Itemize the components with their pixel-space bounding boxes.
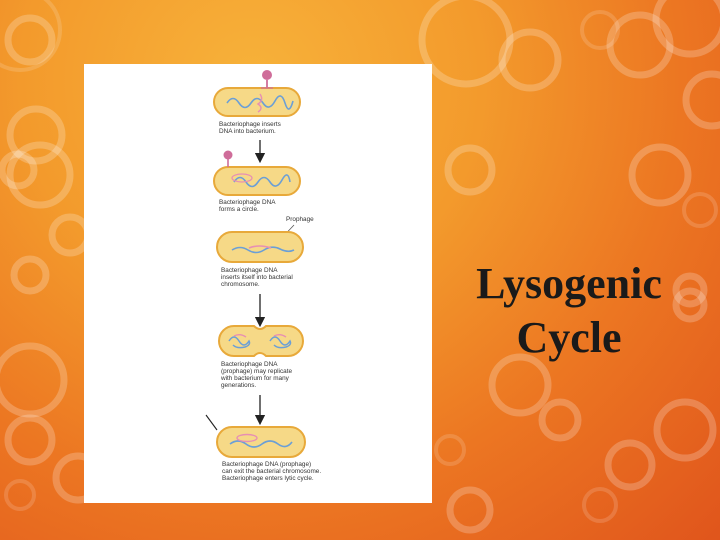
- slide-title-line-2: Cycle: [516, 313, 622, 363]
- stage-5-cell: [216, 426, 306, 458]
- stage-3-cell: [216, 231, 304, 263]
- phage-icon: [261, 70, 273, 89]
- caption-stage-4: Bacteriophage DNA (prophage) may replica…: [220, 361, 294, 389]
- caption-stage-1: Bacteriophage inserts DNA into bacterium…: [219, 121, 283, 135]
- lysogenic-cycle-figure: Bacteriophage inserts DNA into bacterium…: [84, 64, 432, 503]
- slide-title: Lysogenic Cycle: [452, 257, 686, 365]
- caption-stage-2: Bacteriophage DNA forms a circle.: [219, 199, 277, 213]
- caption-stage-5: Bacteriophage DNA (prophage) can exit th…: [222, 461, 323, 482]
- stage-4-dividing-cell: [218, 325, 304, 357]
- stage-1-cell: [213, 87, 301, 117]
- side-pointer-arrow: [205, 414, 218, 431]
- stage-2-cell: [213, 166, 301, 196]
- slide-title-line-1: Lysogenic: [476, 259, 662, 309]
- caption-stage-3: Bacteriophage DNA inserts itself into ba…: [221, 267, 295, 288]
- phage-icon: [223, 150, 233, 167]
- prophage-label: Prophage: [286, 216, 314, 223]
